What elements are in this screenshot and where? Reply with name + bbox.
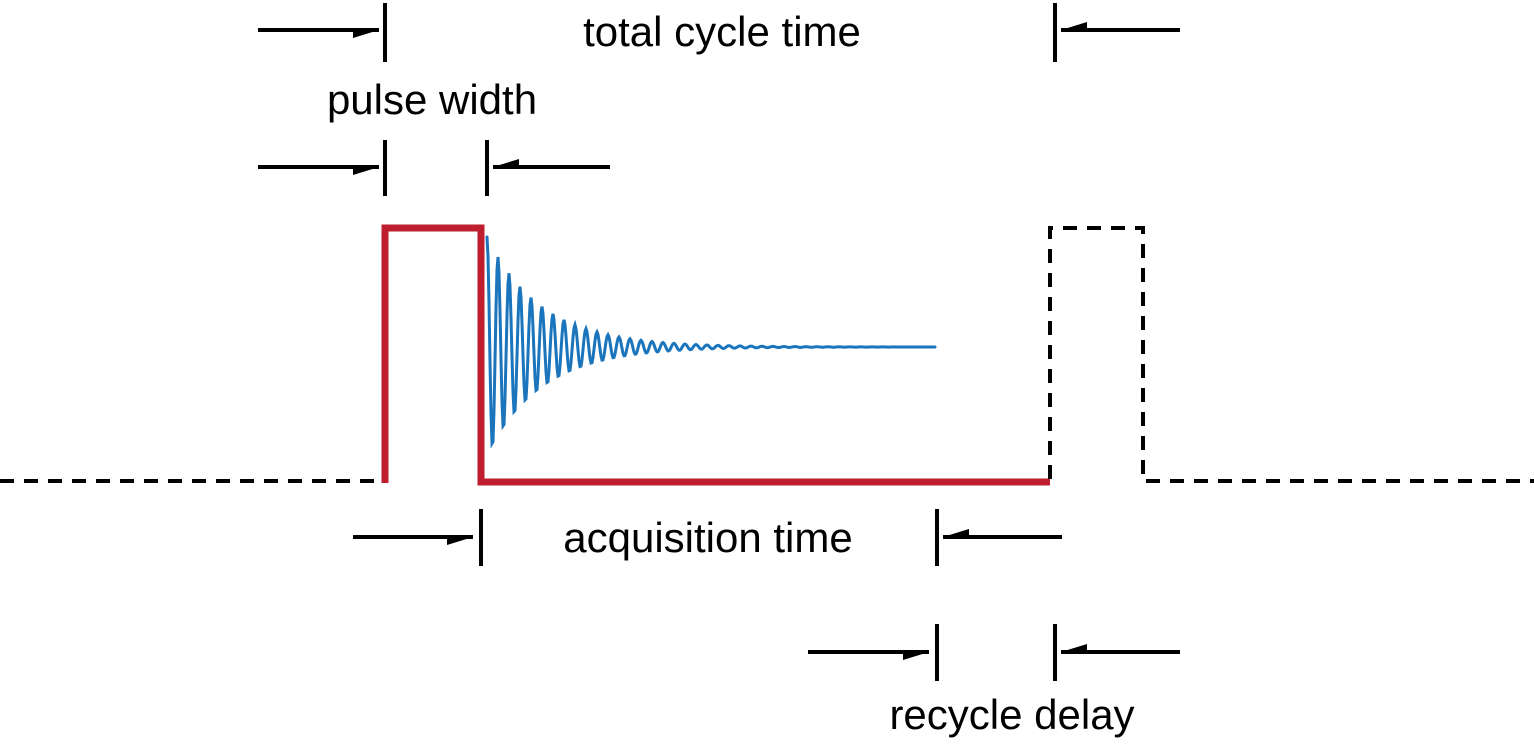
excitation-pulse bbox=[381, 224, 1050, 486]
label-acquisition-time: acquisition time bbox=[563, 514, 852, 561]
label-total-cycle-time: total cycle time bbox=[583, 8, 861, 55]
label-recycle-delay: recycle delay bbox=[889, 691, 1134, 738]
next-pulse-dashed bbox=[1048, 226, 1534, 483]
label-pulse-width: pulse width bbox=[327, 76, 537, 123]
fid-signal bbox=[485, 235, 937, 449]
